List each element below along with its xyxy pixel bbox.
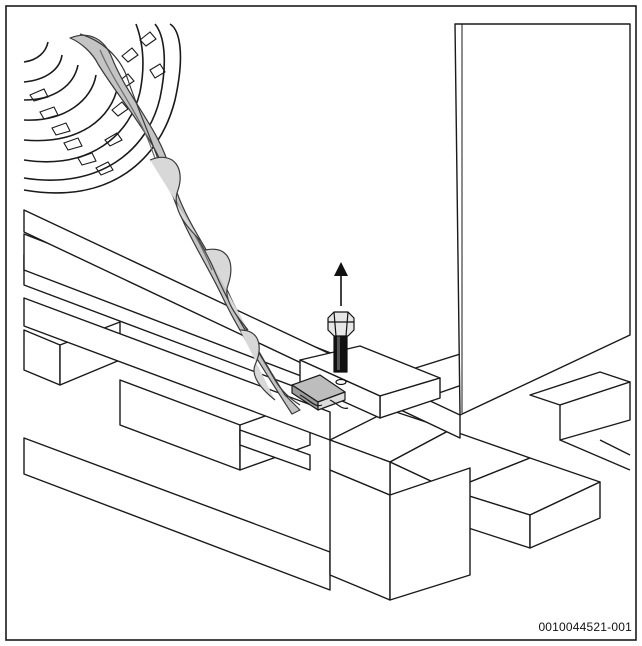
strap-icon — [69, 33, 301, 415]
buckle-icon — [291, 374, 349, 411]
figure-id-label: 0010044521-001 — [538, 620, 632, 634]
fan-grille-icon — [23, 23, 182, 194]
arrow-up-icon — [334, 262, 348, 306]
frame-border — [5, 5, 637, 641]
bolt-icon — [327, 311, 355, 386]
